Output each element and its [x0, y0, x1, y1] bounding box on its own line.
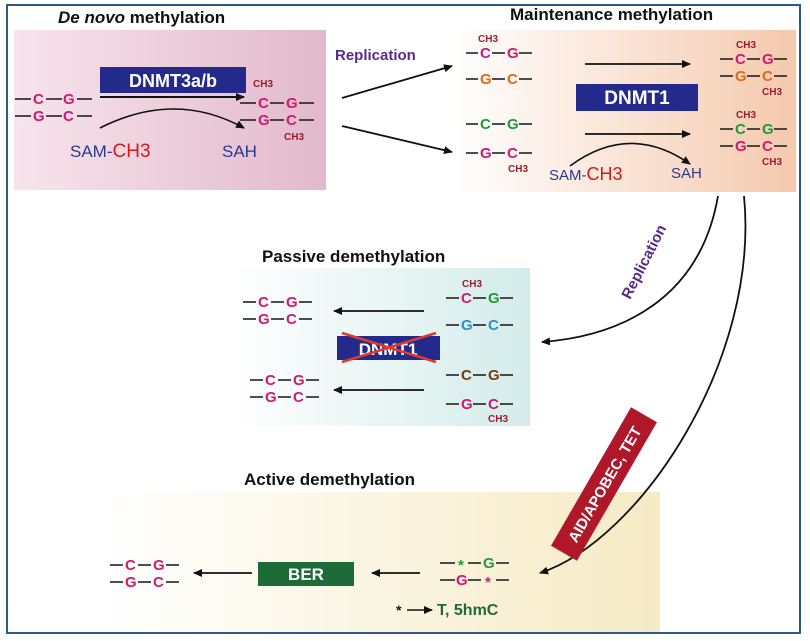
active-dna-modified: * G G *	[440, 555, 509, 591]
dnmt3-cofactor-arc	[99, 108, 245, 129]
dnmt1-label: DNMT1	[604, 88, 670, 109]
svg-text:CH3: CH3	[736, 40, 756, 51]
passive-path-arrow	[541, 195, 719, 346]
svg-text:G: G	[293, 372, 305, 389]
svg-text:G: G	[480, 71, 492, 88]
svg-text:G: G	[63, 91, 75, 108]
svg-text:G: G	[125, 574, 137, 591]
svg-text:C: C	[735, 51, 746, 68]
svg-text:CH3: CH3	[736, 110, 756, 121]
svg-text:CH3: CH3	[762, 157, 782, 168]
svg-text:C: C	[125, 557, 136, 574]
de-novo-panel	[14, 30, 326, 190]
dnmt1-box	[576, 84, 698, 111]
svg-text:CH3: CH3	[488, 414, 508, 425]
ber-box	[258, 562, 354, 586]
svg-text:C: C	[488, 396, 499, 413]
hemimethylated-dna-2: C G G C CH3	[466, 116, 532, 175]
methylated-dna-2: CH3 C G G C CH3	[720, 110, 787, 168]
maintenance-title: Maintenance methylation	[510, 5, 713, 24]
svg-text:C: C	[293, 389, 304, 406]
svg-text:C: C	[286, 311, 297, 328]
svg-text:CH3: CH3	[508, 164, 528, 175]
hemimethylated-dna-1: CH3 C G G C	[466, 34, 532, 88]
svg-text:G: G	[735, 68, 747, 85]
svg-text:C: C	[507, 71, 518, 88]
replication-label-top: Replication	[335, 47, 416, 64]
diagram-frame	[6, 4, 801, 634]
svg-text:C: C	[461, 290, 472, 307]
dnmt1-crossed-label: DNMT1	[359, 340, 418, 359]
dnmt1-cofactor-arc	[569, 142, 691, 167]
svg-text:C: C	[153, 574, 164, 591]
svg-text:G: G	[461, 317, 473, 334]
cross-line-2	[341, 331, 437, 364]
dnmt3-label: DNMT3a/b	[129, 71, 217, 91]
svg-text:C: C	[735, 121, 746, 138]
dnmt3-sah: SAH	[222, 142, 257, 161]
svg-text:CH3: CH3	[284, 132, 304, 143]
svg-text:G: G	[153, 557, 165, 574]
svg-text:G: G	[762, 121, 774, 138]
svg-text:C: C	[63, 108, 74, 125]
de-novo-title: De novo methylation	[58, 8, 225, 27]
svg-text:CH3: CH3	[462, 279, 482, 290]
footnote-text: T, 5hmC	[437, 602, 499, 619]
dnmt3-sam: SAM-CH3	[70, 141, 151, 162]
svg-text:CH3: CH3	[762, 87, 782, 98]
passive-dna-result-2: C G G C	[250, 372, 319, 406]
svg-text:C: C	[286, 112, 297, 129]
svg-text:C: C	[488, 317, 499, 334]
svg-text:G: G	[762, 51, 774, 68]
svg-text:CH3: CH3	[478, 34, 498, 45]
svg-text:G: G	[286, 95, 298, 112]
svg-text:*: *	[458, 557, 464, 574]
svg-text:G: G	[456, 572, 468, 589]
footnote-star: *	[396, 602, 402, 618]
svg-text:G: G	[507, 116, 519, 133]
passive-dna-result-1: C G G C	[243, 294, 312, 328]
svg-text:C: C	[507, 145, 518, 162]
svg-text:C: C	[480, 116, 491, 133]
de-novo-dna-unmethylated: C G G C	[15, 91, 92, 125]
de-novo-dna-methylated: CH3 C G G C CH3	[240, 79, 314, 143]
svg-text:G: G	[507, 45, 519, 62]
methylated-dna-1: CH3 C G G C CH3	[720, 40, 787, 98]
svg-text:C: C	[265, 372, 276, 389]
passive-dna-source-1: CH3 C G G C	[446, 279, 513, 334]
svg-text:G: G	[461, 396, 473, 413]
svg-text:C: C	[258, 294, 269, 311]
svg-text:C: C	[258, 95, 269, 112]
svg-text:G: G	[258, 112, 270, 129]
svg-text:G: G	[258, 311, 270, 328]
ber-label: BER	[288, 565, 324, 584]
svg-text:G: G	[735, 138, 747, 155]
svg-text:C: C	[762, 138, 773, 155]
svg-text:G: G	[483, 555, 495, 572]
active-title: Active demethylation	[244, 470, 415, 489]
svg-text:*: *	[485, 574, 491, 591]
svg-text:G: G	[480, 145, 492, 162]
dnmt3-box	[100, 67, 246, 93]
replication-arrow-lower	[341, 125, 453, 155]
svg-text:C: C	[762, 68, 773, 85]
active-dna-result: C G G C	[110, 557, 179, 591]
dnmt1-sam: SAM-CH3	[549, 164, 623, 184]
svg-text:G: G	[286, 294, 298, 311]
passive-dna-source-2: C G G C CH3	[446, 367, 513, 425]
svg-text:C: C	[33, 91, 44, 108]
svg-text:G: G	[265, 389, 277, 406]
dnmt1-sah: SAH	[671, 165, 702, 182]
svg-text:C: C	[480, 45, 491, 62]
svg-text:G: G	[488, 367, 500, 384]
replication-arrow-upper	[341, 64, 453, 99]
svg-text:C: C	[461, 367, 472, 384]
svg-text:CH3: CH3	[253, 79, 273, 90]
replication-label-side: Replication	[618, 222, 670, 302]
svg-text:G: G	[488, 290, 500, 307]
svg-text:G: G	[33, 108, 45, 125]
passive-title: Passive demethylation	[262, 247, 445, 266]
